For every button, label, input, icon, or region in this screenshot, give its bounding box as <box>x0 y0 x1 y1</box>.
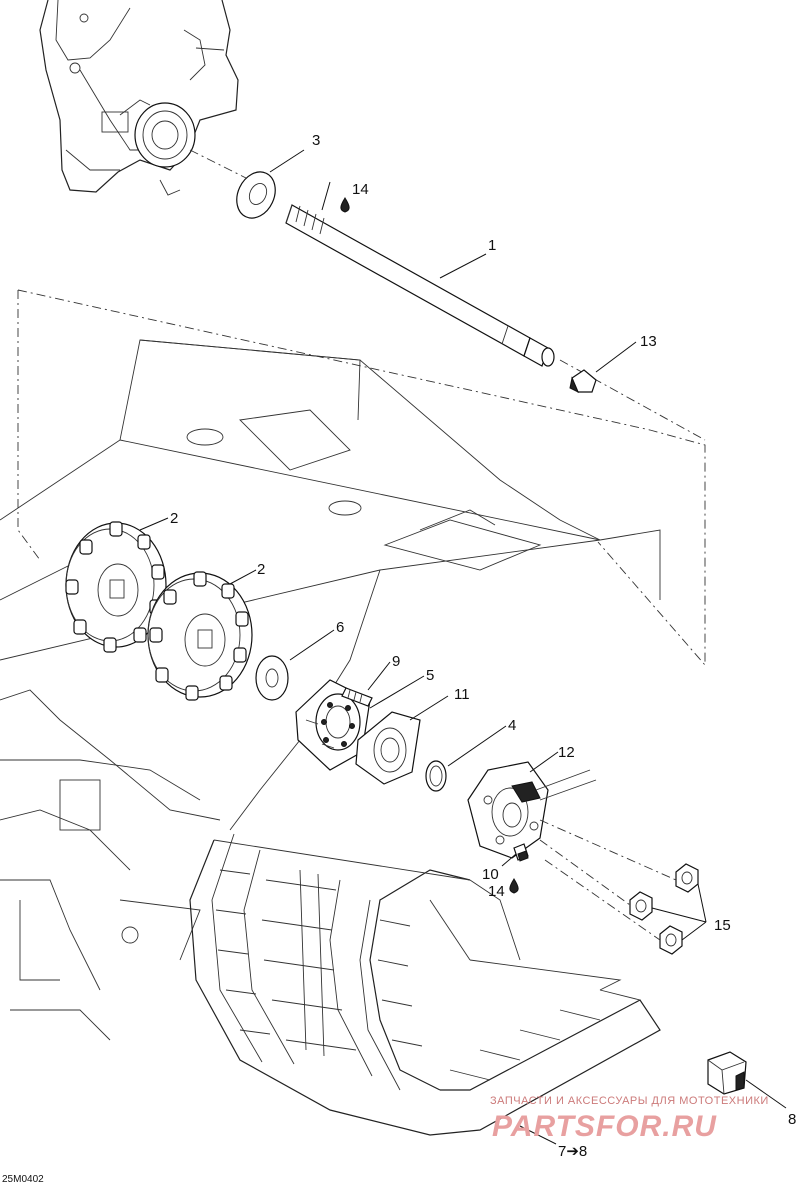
callout-7-to-8: 7➔8 <box>558 1143 587 1160</box>
washer-part-3 <box>236 171 276 219</box>
nut-axis-lines <box>539 819 677 941</box>
nut-part-15-c <box>659 925 683 955</box>
callout-4: 4 <box>508 717 516 734</box>
circlip-part-4 <box>425 760 447 792</box>
chaincase-housing <box>39 0 239 196</box>
callout-6: 6 <box>336 619 344 636</box>
callout-11: 11 <box>454 686 470 703</box>
watermark-brand: PARTSFOR.RU <box>492 1110 717 1143</box>
sprocket-part-2-right <box>147 571 253 701</box>
callout-labels: 3 14 1 13 2 2 6 9 5 11 4 12 10 14 15 8 7… <box>170 132 796 1160</box>
callout-1: 1 <box>488 237 496 254</box>
callout-8: 8 <box>788 1111 796 1128</box>
nut-part-15-b <box>629 891 653 921</box>
callout-9: 9 <box>392 653 400 670</box>
grease-fitting-part-10 <box>513 843 529 862</box>
callout-15: 15 <box>714 917 731 934</box>
bearing-part-5 <box>295 679 371 771</box>
bearing-housing-part-11 <box>355 711 421 785</box>
callout-10: 10 <box>482 866 499 883</box>
callout-3: 3 <box>312 132 320 149</box>
watermark: ЗАПЧАСТИ И АКСЕССУАРЫ ДЛЯ МОТОТЕХНИКИ PA… <box>490 1095 769 1143</box>
oil-drop-icon <box>509 878 519 894</box>
callout-14-top: 14 <box>352 181 369 198</box>
callout-12: 12 <box>558 744 575 761</box>
spacer-part-6 <box>255 655 289 701</box>
nut-part-15-a <box>675 863 699 893</box>
callout-13: 13 <box>640 333 657 350</box>
chassis-frame <box>0 289 706 1041</box>
bolt-part-9 <box>341 687 373 707</box>
end-nut-part-13 <box>569 369 597 394</box>
callout-2-right: 2 <box>257 561 265 578</box>
drive-shaft-part-1 <box>285 204 555 367</box>
watermark-tagline: ЗАПЧАСТИ И АКСЕССУАРЫ ДЛЯ МОТОТЕХНИКИ <box>490 1095 769 1107</box>
end-housing-part-12 <box>467 761 597 859</box>
oil-drop-icon <box>340 197 350 213</box>
callout-14-bottom: 14 <box>488 883 505 900</box>
leader-lines <box>139 149 787 1145</box>
callout-5: 5 <box>426 667 434 684</box>
track-clip-part-8 <box>707 1051 747 1095</box>
drawing-reference-code: 25M0402 <box>2 1174 44 1185</box>
track-part-7 <box>189 833 661 1136</box>
callout-2-left: 2 <box>170 510 178 527</box>
